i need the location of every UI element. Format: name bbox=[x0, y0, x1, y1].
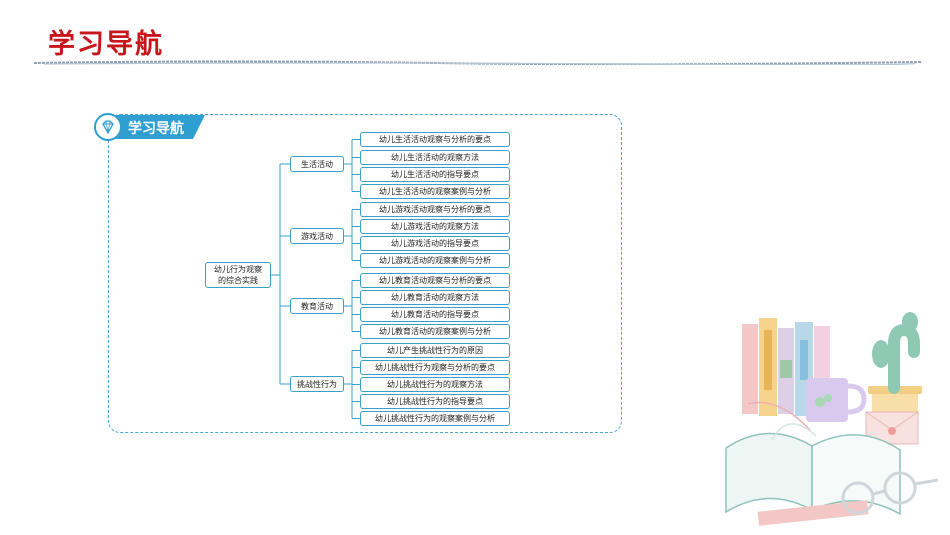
panel-banner bbox=[94, 113, 205, 141]
leaf-node: 幼儿挑战性行为的指导要点 bbox=[360, 394, 510, 409]
diamond-icon bbox=[102, 120, 114, 135]
leaf-node: 幼儿生活活动的观察方法 bbox=[360, 150, 510, 165]
page-title: 学习导航 bbox=[48, 29, 164, 60]
leaf-node: 幼儿挑战性行为观察与分析的要点 bbox=[360, 360, 510, 375]
category-node: 挑战性行为 bbox=[290, 376, 344, 392]
leaf-node: 幼儿挑战性行为的观察案例与分析 bbox=[360, 411, 510, 426]
leaf-node: 幼儿生活活动观察与分析的要点 bbox=[360, 132, 510, 147]
title-underline bbox=[34, 60, 922, 65]
category-node: 生活活动 bbox=[290, 156, 344, 172]
category-node: 游戏活动 bbox=[290, 228, 344, 244]
leaf-node: 幼儿教育活动的指导要点 bbox=[360, 307, 510, 322]
category-node: 教育活动 bbox=[290, 298, 344, 314]
books-illustration bbox=[725, 312, 939, 526]
leaf-node: 幼儿游戏活动的指导要点 bbox=[360, 236, 510, 251]
mindmap-panel bbox=[108, 114, 622, 433]
leaf-node: 幼儿游戏活动观察与分析的要点 bbox=[360, 202, 510, 217]
leaf-node: 幼儿教育活动的观察方法 bbox=[360, 290, 510, 305]
leaf-node: 幼儿产生挑战性行为的原因 bbox=[360, 343, 510, 358]
leaf-node: 幼儿挑战性行为的观察方法 bbox=[360, 377, 510, 392]
mindmap-root: 幼儿行为观察的综合实践 bbox=[205, 262, 271, 288]
leaf-node: 幼儿游戏活动的观察方法 bbox=[360, 219, 510, 234]
leaf-node: 幼儿生活活动的观察案例与分析 bbox=[360, 184, 510, 199]
leaf-node: 幼儿生活活动的指导要点 bbox=[360, 167, 510, 182]
leaf-node: 幼儿游戏活动的观察案例与分析 bbox=[360, 253, 510, 268]
panel-banner-label: 学习导航 bbox=[128, 121, 184, 137]
leaf-node: 幼儿教育活动的观察案例与分析 bbox=[360, 324, 510, 339]
leaf-node: 幼儿教育活动观察与分析的要点 bbox=[360, 273, 510, 288]
